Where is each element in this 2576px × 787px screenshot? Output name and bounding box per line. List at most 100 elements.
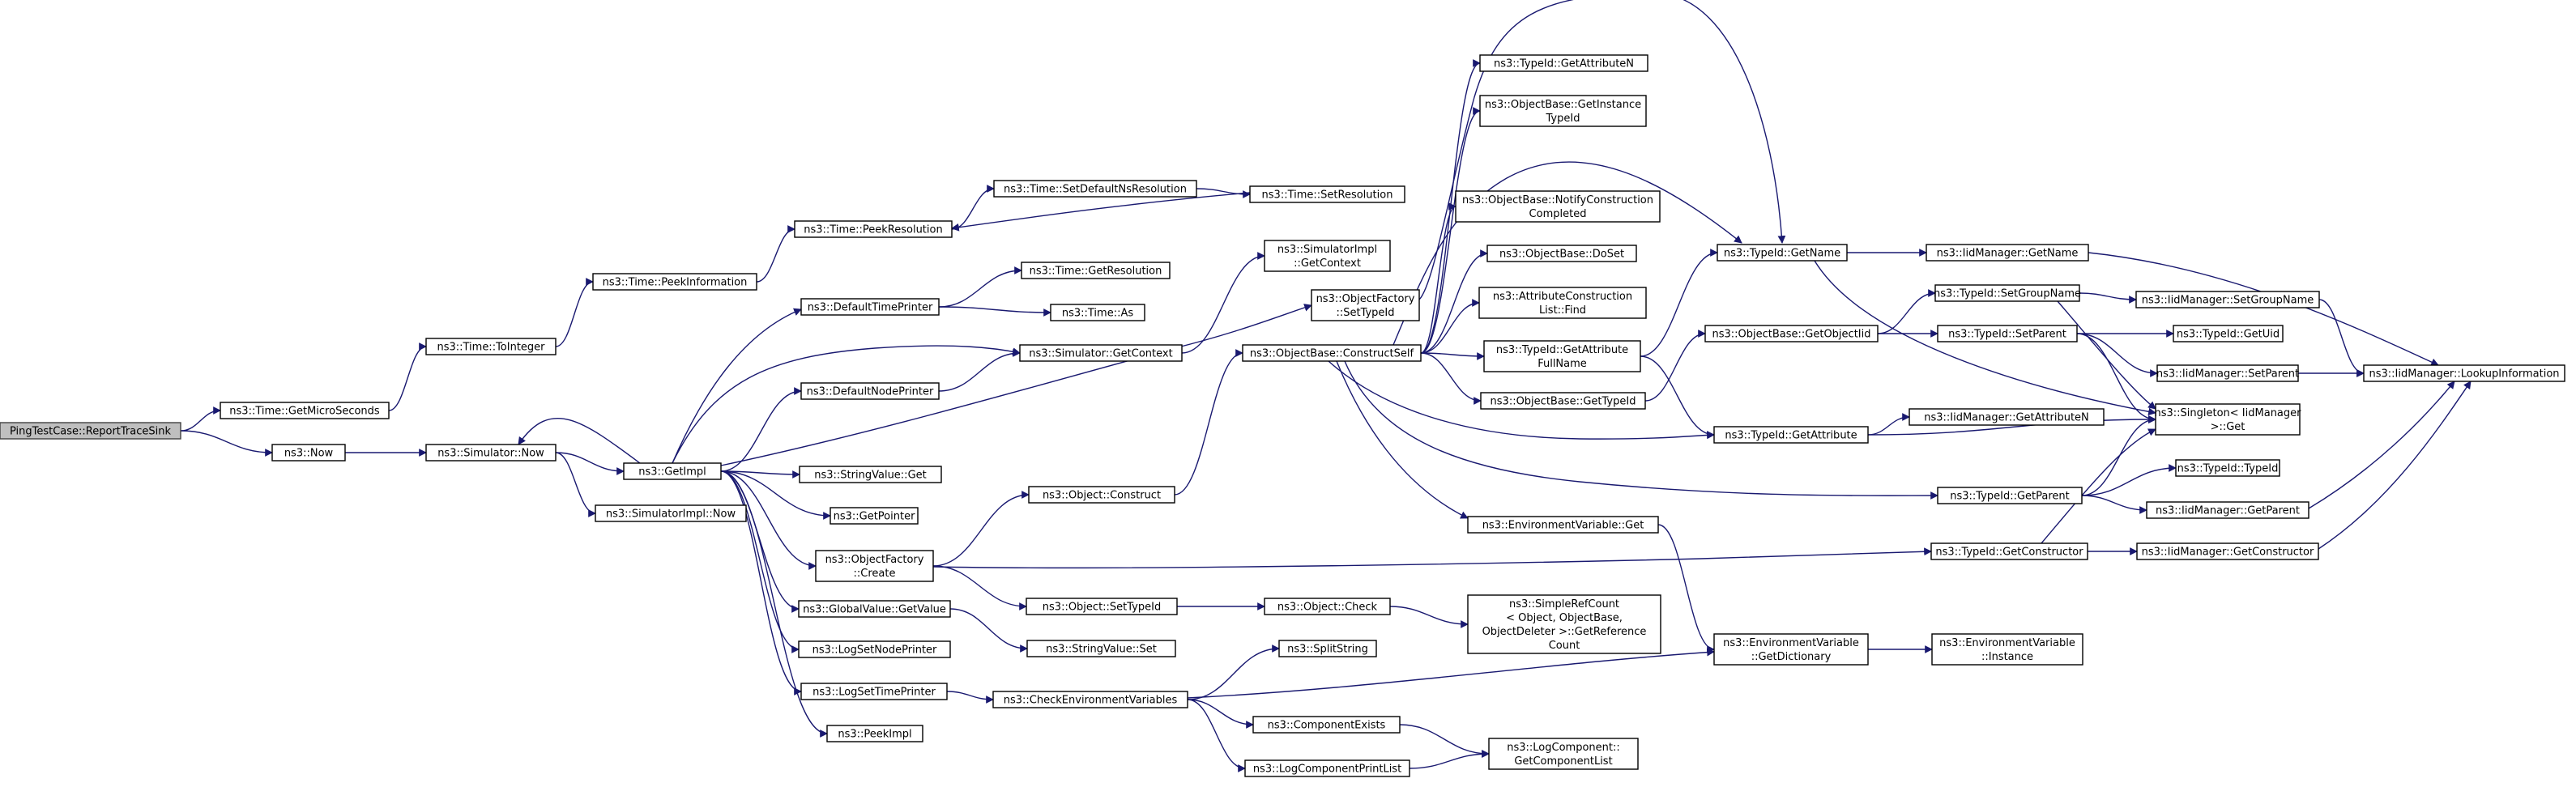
- node-strset[interactable]: ns3::StringValue::Set: [1026, 640, 1176, 657]
- node-ofsettypeid[interactable]: ns3::ObjectFactory::SetTypeId: [1311, 289, 1420, 321]
- node-tsetgroup[interactable]: ns3::TypeId::SetGroupName: [1934, 284, 2081, 302]
- node-ttypeid[interactable]: ns3::TypeId::TypeId: [2175, 459, 2280, 477]
- node-label: ns3::IidManager::LookupInformation: [2369, 368, 2559, 381]
- edge-compexists-to-lcgetlist: [1399, 724, 1490, 758]
- node-box: [1467, 594, 1661, 654]
- node-objcheck[interactable]: ns3::Object::Check: [1264, 598, 1391, 615]
- node-simimplgetctx[interactable]: ns3::SimulatorImpl::GetContext: [1264, 240, 1391, 272]
- node-getresolution[interactable]: ns3::Time::GetResolution: [1021, 262, 1171, 279]
- edge-checkenv-to-splitstring: [1187, 644, 1280, 700]
- node-box: [1019, 344, 1183, 362]
- node-lcgetlist[interactable]: ns3::LogComponent::GetComponentList: [1488, 738, 1639, 770]
- edge-tgetparent-to-ttypeid: [2081, 464, 2177, 496]
- node-root[interactable]: PingTestCase::ReportTraceSink: [0, 422, 181, 440]
- node-label: ::GetDictionary: [1751, 651, 1832, 663]
- node-now[interactable]: ns3::Now: [271, 444, 346, 462]
- node-peekimpl[interactable]: ns3::PeekImpl: [826, 725, 923, 742]
- node-label: ns3::GetPointer: [834, 511, 915, 523]
- node-logcompprint[interactable]: ns3::LogComponentPrintList: [1244, 759, 1410, 777]
- edge-root-to-getmicro: [180, 406, 221, 432]
- node-ofcreate[interactable]: ns3::ObjectFactory::Create: [815, 550, 934, 582]
- node-label: PingTestCase::ReportTraceSink: [10, 426, 172, 438]
- node-iidgetattrn[interactable]: ns3::IidManager::GetAttributeN: [1909, 408, 2105, 426]
- edge-tgetparent-to-iidgetparent: [2081, 495, 2147, 514]
- node-tgetname[interactable]: ns3::TypeId::GetName: [1717, 244, 1848, 262]
- edge-checkenv-to-envgetdict: [1187, 648, 1715, 699]
- node-simimplnow[interactable]: ns3::SimulatorImpl::Now: [595, 504, 747, 522]
- node-splitstring[interactable]: ns3::SplitString: [1278, 640, 1377, 657]
- node-label: ns3::TypeId::SetParent: [1948, 329, 2066, 341]
- node-iidgetparent[interactable]: ns3::IidManager::GetParent: [2146, 501, 2309, 519]
- node-getmicro[interactable]: ns3::Time::GetMicroSeconds: [220, 402, 390, 419]
- node-label: ns3::Object::Check: [1277, 602, 1378, 614]
- node-envget[interactable]: ns3::EnvironmentVariable::Get: [1467, 516, 1659, 534]
- node-label: < Object, ObjectBase,: [1506, 612, 1623, 624]
- node-envgetdict[interactable]: ns3::EnvironmentVariable::GetDictionary: [1713, 633, 1869, 666]
- node-box: [798, 640, 951, 658]
- node-getpointer[interactable]: ns3::GetPointer: [830, 507, 919, 525]
- node-tgetattr[interactable]: ns3::TypeId::GetAttribute: [1713, 426, 1869, 444]
- node-tgetparent[interactable]: ns3::TypeId::GetParent: [1937, 487, 2083, 504]
- node-box: [1479, 95, 1647, 127]
- node-iidgetname[interactable]: ns3::IidManager::GetName: [1926, 244, 2089, 262]
- edge-tgetattrfull-to-tgetname: [1640, 249, 1718, 357]
- node-gvgetvalue[interactable]: ns3::GlobalValue::GetValue: [798, 600, 951, 618]
- node-obconstructself[interactable]: ns3::ObjectBase::ConstructSelf: [1242, 344, 1422, 362]
- edge-simnow-to-getimpl: [555, 452, 625, 475]
- node-iidsetparent[interactable]: ns3::IidManager::SetParent: [2156, 364, 2299, 382]
- node-obdoset[interactable]: ns3::ObjectBase::DoSet: [1486, 245, 1637, 262]
- node-label: ns3::Time::SetResolution: [1262, 189, 1393, 202]
- node-obgetobjtid[interactable]: ns3::ObjectBase::GetObjectIid: [1704, 325, 1879, 342]
- node-peekres[interactable]: ns3::Time::PeekResolution: [794, 220, 953, 238]
- node-tgetctor[interactable]: ns3::TypeId::GetConstructor: [1930, 542, 2088, 560]
- node-deftime[interactable]: ns3::DefaultTimePrinter: [800, 298, 940, 316]
- node-logsettime[interactable]: ns3::LogSetTimePrinter: [800, 683, 948, 700]
- node-peekinfo[interactable]: ns3::Time::PeekInformation: [592, 273, 757, 291]
- edge-deftime-to-timeas: [938, 306, 1051, 317]
- node-tsetparent[interactable]: ns3::TypeId::SetParent: [1937, 325, 2078, 342]
- edge-checkenv-to-logcompprint: [1187, 699, 1246, 772]
- edge-getimpl-to-ofcreate: [720, 470, 817, 570]
- node-label: ns3::IidManager::GetParent: [2156, 505, 2300, 517]
- node-getimpl[interactable]: ns3::GetImpl: [623, 462, 722, 480]
- node-tgetattrn[interactable]: ns3::TypeId::GetAttributeN: [1479, 54, 1648, 72]
- node-box: [1026, 640, 1176, 657]
- node-box: [800, 298, 940, 316]
- node-simgetctx[interactable]: ns3::Simulator::GetContext: [1019, 344, 1183, 362]
- node-timeas[interactable]: ns3::Time::As: [1050, 304, 1145, 321]
- node-objconstruct[interactable]: ns3::Object::Construct: [1028, 486, 1175, 504]
- node-iidgetctor[interactable]: ns3::IidManager::GetConstructor: [2136, 542, 2319, 560]
- node-strget[interactable]: ns3::StringValue::Get: [799, 466, 942, 483]
- node-obgettypeid[interactable]: ns3::ObjectBase::GetTypeId: [1480, 392, 1646, 410]
- node-box: [623, 462, 722, 480]
- node-envinstance[interactable]: ns3::EnvironmentVariable::Instance: [1931, 633, 2083, 666]
- node-setres[interactable]: ns3::Time::SetResolution: [1249, 185, 1405, 203]
- node-simnow[interactable]: ns3::Simulator::Now: [425, 444, 557, 462]
- node-tointeger[interactable]: ns3::Time::ToInteger: [425, 338, 557, 355]
- node-simplerefcount[interactable]: ns3::SimpleRefCount< Object, ObjectBase,…: [1467, 594, 1661, 654]
- node-box: [800, 382, 940, 400]
- node-box: [1050, 304, 1145, 321]
- node-iidlookup[interactable]: ns3::IidManager::LookupInformation: [2363, 364, 2565, 382]
- node-box: [800, 683, 948, 700]
- node-obnotify[interactable]: ns3::ObjectBase::NotifyConstructionCompl…: [1455, 190, 1661, 223]
- edge-deftime-to-getresolution: [938, 266, 1022, 308]
- node-defnode[interactable]: ns3::DefaultNodePrinter: [800, 382, 940, 400]
- node-box: [798, 600, 951, 618]
- node-logsetnode[interactable]: ns3::LogSetNodePrinter: [798, 640, 951, 658]
- edge-gvgetvalue-to-strset: [949, 608, 1028, 653]
- node-label: ns3::SplitString: [1287, 644, 1368, 656]
- node-box: [993, 180, 1197, 198]
- node-compexists[interactable]: ns3::ComponentExists: [1252, 716, 1401, 734]
- node-objsettypeid[interactable]: ns3::Object::SetTypeId: [1026, 598, 1178, 615]
- node-iidsetgroup[interactable]: ns3::IidManager::SetGroupName: [2135, 291, 2320, 308]
- node-label: ns3::EnvironmentVariable::Get: [1482, 520, 1644, 532]
- node-checkenv[interactable]: ns3::CheckEnvironmentVariables: [992, 691, 1188, 708]
- edge-tsetparent-to-iidsetparent: [2076, 333, 2158, 377]
- node-singleton[interactable]: ns3::Singleton< IidManager >::Get: [2154, 403, 2301, 436]
- node-setdefres[interactable]: ns3::Time::SetDefaultNsResolution: [993, 180, 1197, 198]
- node-tgetuid[interactable]: ns3::TypeId::GetUid: [2173, 325, 2284, 342]
